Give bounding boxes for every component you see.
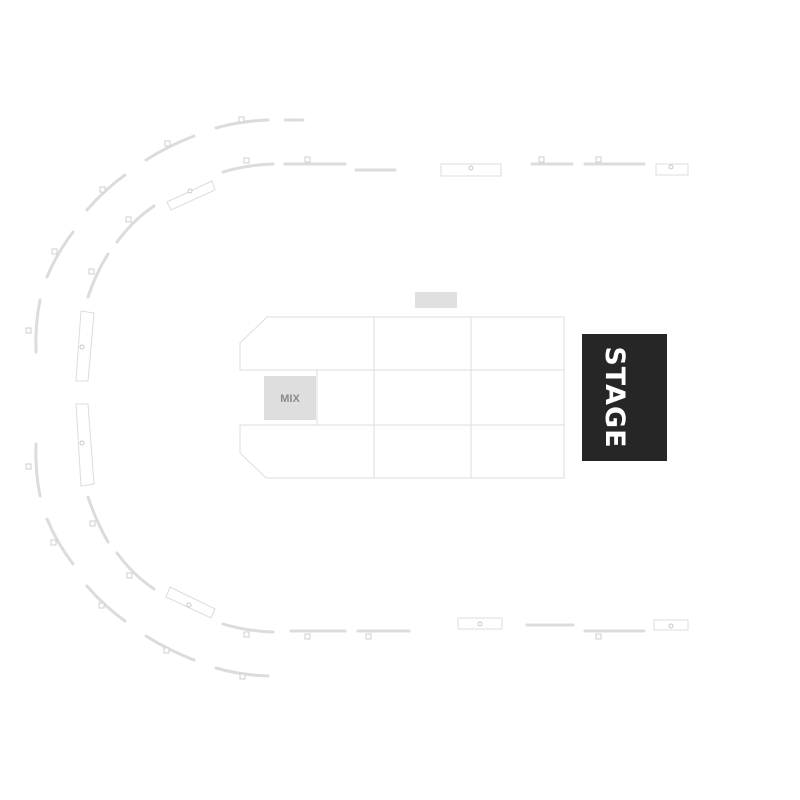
- section-box-ne[interactable]: [166, 180, 216, 211]
- seat-marker: [126, 572, 133, 579]
- floor-section-c1[interactable]: [239, 424, 375, 479]
- outer-tier-lower: [25, 442, 270, 680]
- seat-marker: [163, 647, 170, 654]
- seat-marker: [668, 164, 674, 170]
- floor-section-b2[interactable]: [373, 369, 472, 426]
- stage-label: STAGE: [599, 346, 630, 448]
- section-outer-9[interactable]: [144, 634, 196, 662]
- floor-section-c3[interactable]: [470, 424, 565, 479]
- seat-marker: [79, 344, 85, 350]
- section-outer-2[interactable]: [144, 134, 196, 162]
- mix-label: MIX: [280, 393, 300, 405]
- section-inner-4[interactable]: [86, 495, 110, 544]
- lower-side-sections: [289, 617, 689, 640]
- inner-tier-lower: [75, 403, 275, 638]
- section-box-nw[interactable]: [75, 310, 95, 382]
- section-inner-2[interactable]: [115, 204, 156, 244]
- floor-section-b3[interactable]: [470, 369, 565, 426]
- seat-marker: [25, 327, 32, 334]
- seat-marker: [477, 621, 483, 627]
- seat-marker: [99, 186, 106, 193]
- seat-marker: [25, 463, 32, 470]
- seat-marker: [538, 156, 545, 163]
- seat-marker: [50, 539, 57, 546]
- floor-section-a3[interactable]: [470, 316, 565, 371]
- seat-marker: [238, 116, 245, 123]
- seat-marker: [79, 440, 85, 446]
- section-inner-6[interactable]: [221, 622, 275, 634]
- stage-area: STAGE: [582, 334, 667, 461]
- seat-marker: [187, 188, 193, 194]
- seat-marker: [51, 248, 58, 255]
- section-outer-5[interactable]: [34, 298, 42, 354]
- seat-marker: [89, 520, 96, 527]
- section-inner-1[interactable]: [221, 162, 275, 174]
- seat-marker: [88, 268, 95, 275]
- section-outer-7[interactable]: [45, 517, 75, 566]
- seat-marker: [595, 156, 602, 163]
- mix-area: MIX: [264, 376, 316, 420]
- section-outer-4[interactable]: [45, 230, 75, 279]
- floor-section-a1[interactable]: [239, 316, 375, 371]
- seat-marker: [365, 633, 372, 640]
- seat-marker: [164, 140, 171, 147]
- section-outer-6[interactable]: [34, 442, 42, 498]
- seat-marker: [243, 157, 250, 164]
- seat-marker: [304, 633, 311, 640]
- seat-marker: [668, 623, 674, 629]
- mix-box: [264, 376, 316, 420]
- floor-sections: [239, 316, 565, 479]
- floor-section-c2[interactable]: [373, 424, 472, 479]
- seat-marker: [186, 602, 192, 608]
- stage-box: [582, 334, 667, 461]
- section-outer-3[interactable]: [85, 173, 127, 212]
- platform-box: [415, 292, 457, 308]
- seat-marker: [595, 633, 602, 640]
- floor-section-b1[interactable]: [316, 369, 375, 426]
- seat-marker: [239, 673, 246, 680]
- section-outer-8[interactable]: [85, 584, 127, 623]
- seat-marker: [98, 602, 105, 609]
- section-inner-3[interactable]: [86, 252, 110, 299]
- inner-tier-upper: [75, 157, 275, 382]
- section-box-u6[interactable]: [655, 163, 689, 176]
- seat-marker: [243, 631, 250, 638]
- seat-marker: [468, 165, 474, 171]
- floor-section-a2[interactable]: [373, 316, 472, 371]
- section-inner-5[interactable]: [115, 551, 156, 591]
- section-box-sw[interactable]: [75, 403, 95, 487]
- seat-marker: [304, 156, 311, 163]
- seat-marker: [125, 216, 132, 223]
- outer-tier-upper: [25, 116, 305, 354]
- upper-side-sections: [283, 156, 689, 177]
- section-box-se[interactable]: [165, 586, 216, 619]
